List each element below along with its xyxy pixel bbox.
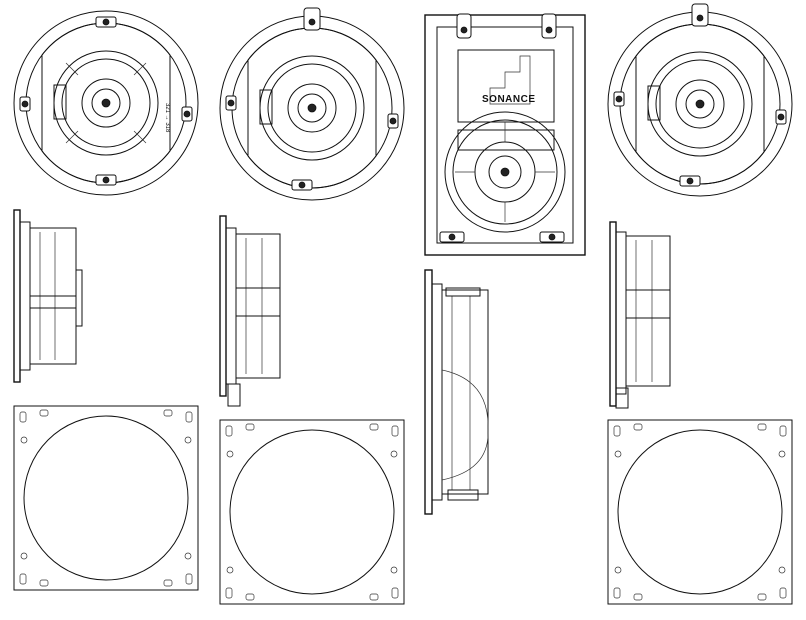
driver-marking: 321 → 318 [164, 103, 170, 133]
rect-speaker-front: SONANCE [424, 13, 586, 256]
round-speaker-front-3 [607, 3, 793, 197]
clamp-right [181, 106, 193, 122]
clamp-top [95, 16, 117, 28]
clamp-left [19, 96, 31, 112]
round-speaker-front-2 [219, 7, 405, 201]
cutout-template-2 [219, 419, 405, 605]
round-speaker-side-2 [219, 215, 281, 407]
clamp-right [387, 113, 399, 129]
clamp-top [691, 3, 709, 27]
clamp-bottom [679, 175, 701, 187]
clamp-top [303, 7, 321, 31]
clamp-bottom-right [539, 231, 565, 243]
clamp-bottom [291, 179, 313, 191]
round-speaker-side-3 [609, 221, 671, 409]
cutout-template-3 [607, 419, 793, 605]
round-speaker-side-1 [13, 209, 83, 383]
brand-logo: SONANCE [482, 94, 536, 105]
clamp-left [225, 95, 237, 111]
clamp-left [613, 91, 625, 107]
clamp-top-right [541, 13, 557, 39]
round-speaker-front-1: 321 → 318 [13, 10, 199, 196]
cutout-template-1 [13, 405, 199, 591]
clamp-bottom [95, 174, 117, 186]
clamp-bottom-left [439, 231, 465, 243]
clamp-top-left [456, 13, 472, 39]
rect-speaker-side [424, 269, 489, 515]
clamp-right [775, 109, 787, 125]
